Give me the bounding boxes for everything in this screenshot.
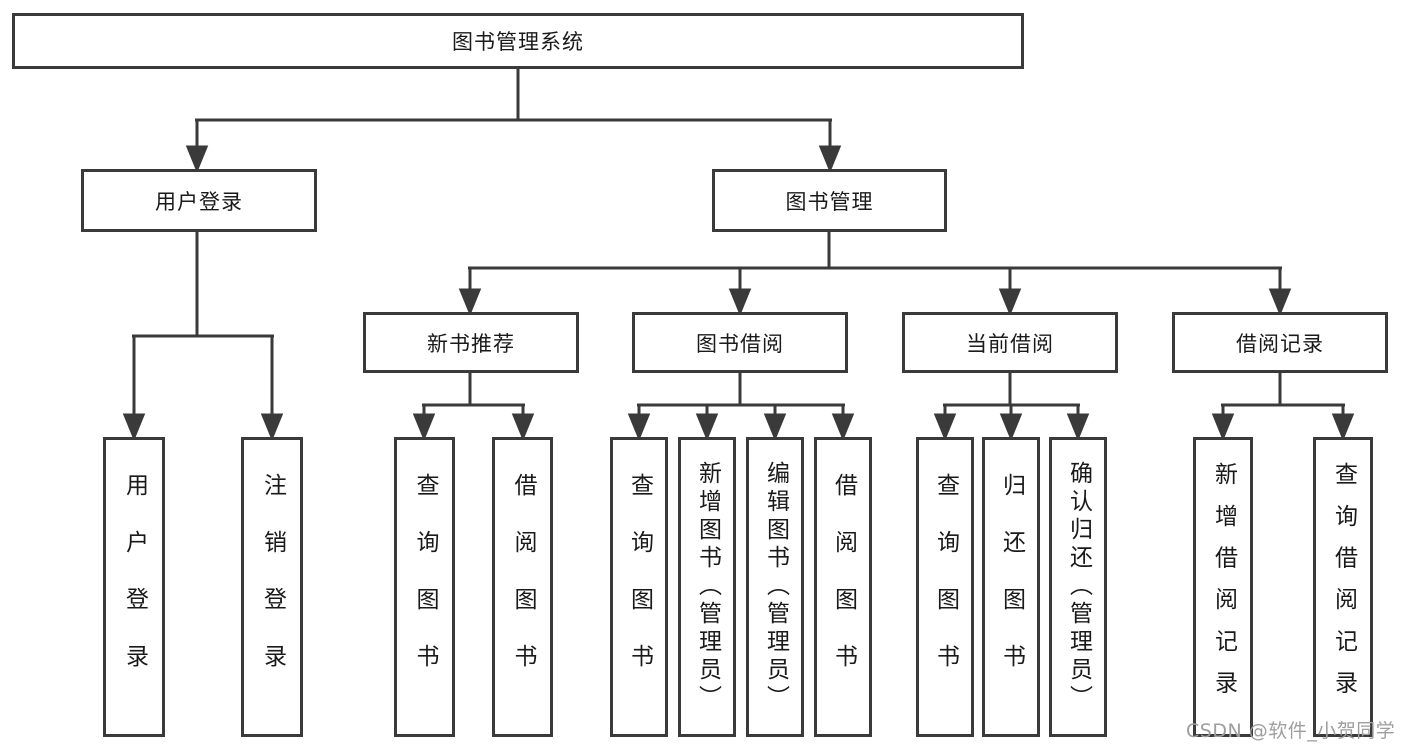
node-user-login: 用户登录 [81, 169, 317, 232]
leaf-borrow-books-recommend: 借阅图书 [492, 437, 553, 737]
connector-currentborrow-to-leaves [933, 373, 1090, 441]
leaf-borrow-books: 借阅图书 [814, 437, 872, 737]
node-user-login-label: 用户登录 [155, 189, 243, 214]
leaf-query-books-borrow: 查询图书 [610, 437, 668, 737]
node-root: 图书管理系统 [12, 13, 1024, 69]
node-book-borrow-label: 图书借阅 [696, 331, 784, 356]
leaf-logout-label: 注销登录 [259, 473, 286, 701]
connector-bookborrow-to-leaves [627, 373, 855, 441]
node-current-borrow: 当前借阅 [902, 312, 1118, 373]
leaf-query-books-recommend-label: 查询图书 [412, 473, 438, 701]
leaf-confirm-return-admin-label: 确认归还（管理员） [1065, 461, 1092, 713]
leaf-borrow-books-label: 借阅图书 [830, 473, 857, 701]
leaf-user-login: 用户登录 [103, 437, 165, 737]
leaf-edit-book-admin: 编辑图书（管理员） [746, 437, 804, 737]
leaf-add-borrow-record-label: 新增借阅记录 [1210, 462, 1237, 712]
node-book-management-label: 图书管理 [785, 189, 874, 214]
leaf-user-login-label: 用户登录 [121, 473, 148, 701]
connector-borrowrecords-to-leaves [1211, 373, 1355, 441]
leaf-query-books-recommend: 查询图书 [394, 437, 455, 737]
leaf-return-book: 归还图书 [982, 437, 1040, 737]
leaf-add-book-admin: 新增图书（管理员） [678, 437, 736, 737]
leaf-query-borrow-record-label: 查询借阅记录 [1330, 462, 1357, 712]
leaf-query-books-current: 查询图书 [916, 437, 974, 737]
connector-newbook-to-leaves [412, 373, 535, 441]
node-borrow-records-label: 借阅记录 [1236, 331, 1324, 356]
node-book-borrow: 图书借阅 [632, 312, 848, 373]
leaf-query-borrow-record: 查询借阅记录 [1313, 437, 1373, 737]
leaf-edit-book-admin-label: 编辑图书（管理员） [762, 461, 789, 713]
leaf-add-book-admin-label: 新增图书（管理员） [694, 461, 721, 713]
leaf-confirm-return-admin: 确认归还（管理员） [1049, 437, 1107, 737]
node-book-management: 图书管理 [712, 169, 947, 232]
leaf-logout: 注销登录 [241, 437, 303, 737]
leaf-query-books-borrow-label: 查询图书 [626, 473, 653, 701]
leaf-add-borrow-record: 新增借阅记录 [1193, 437, 1253, 737]
leaf-borrow-books-recommend-label: 借阅图书 [510, 473, 536, 701]
node-root-label: 图书管理系统 [452, 30, 584, 54]
leaf-query-books-current-label: 查询图书 [932, 473, 959, 701]
node-current-borrow-label: 当前借阅 [966, 331, 1054, 356]
connector-root-to-level2 [185, 69, 842, 173]
connector-userlogin-to-leaves [122, 232, 284, 441]
watermark-text: CSDN @软件_小贺同学 [1186, 720, 1396, 742]
node-new-book-recommend-label: 新书推荐 [427, 331, 515, 356]
node-borrow-records: 借阅记录 [1172, 312, 1388, 373]
connector-bookmgmt-to-level3 [458, 232, 1292, 316]
leaf-return-book-label: 归还图书 [998, 473, 1025, 701]
node-new-book-recommend: 新书推荐 [363, 312, 579, 373]
